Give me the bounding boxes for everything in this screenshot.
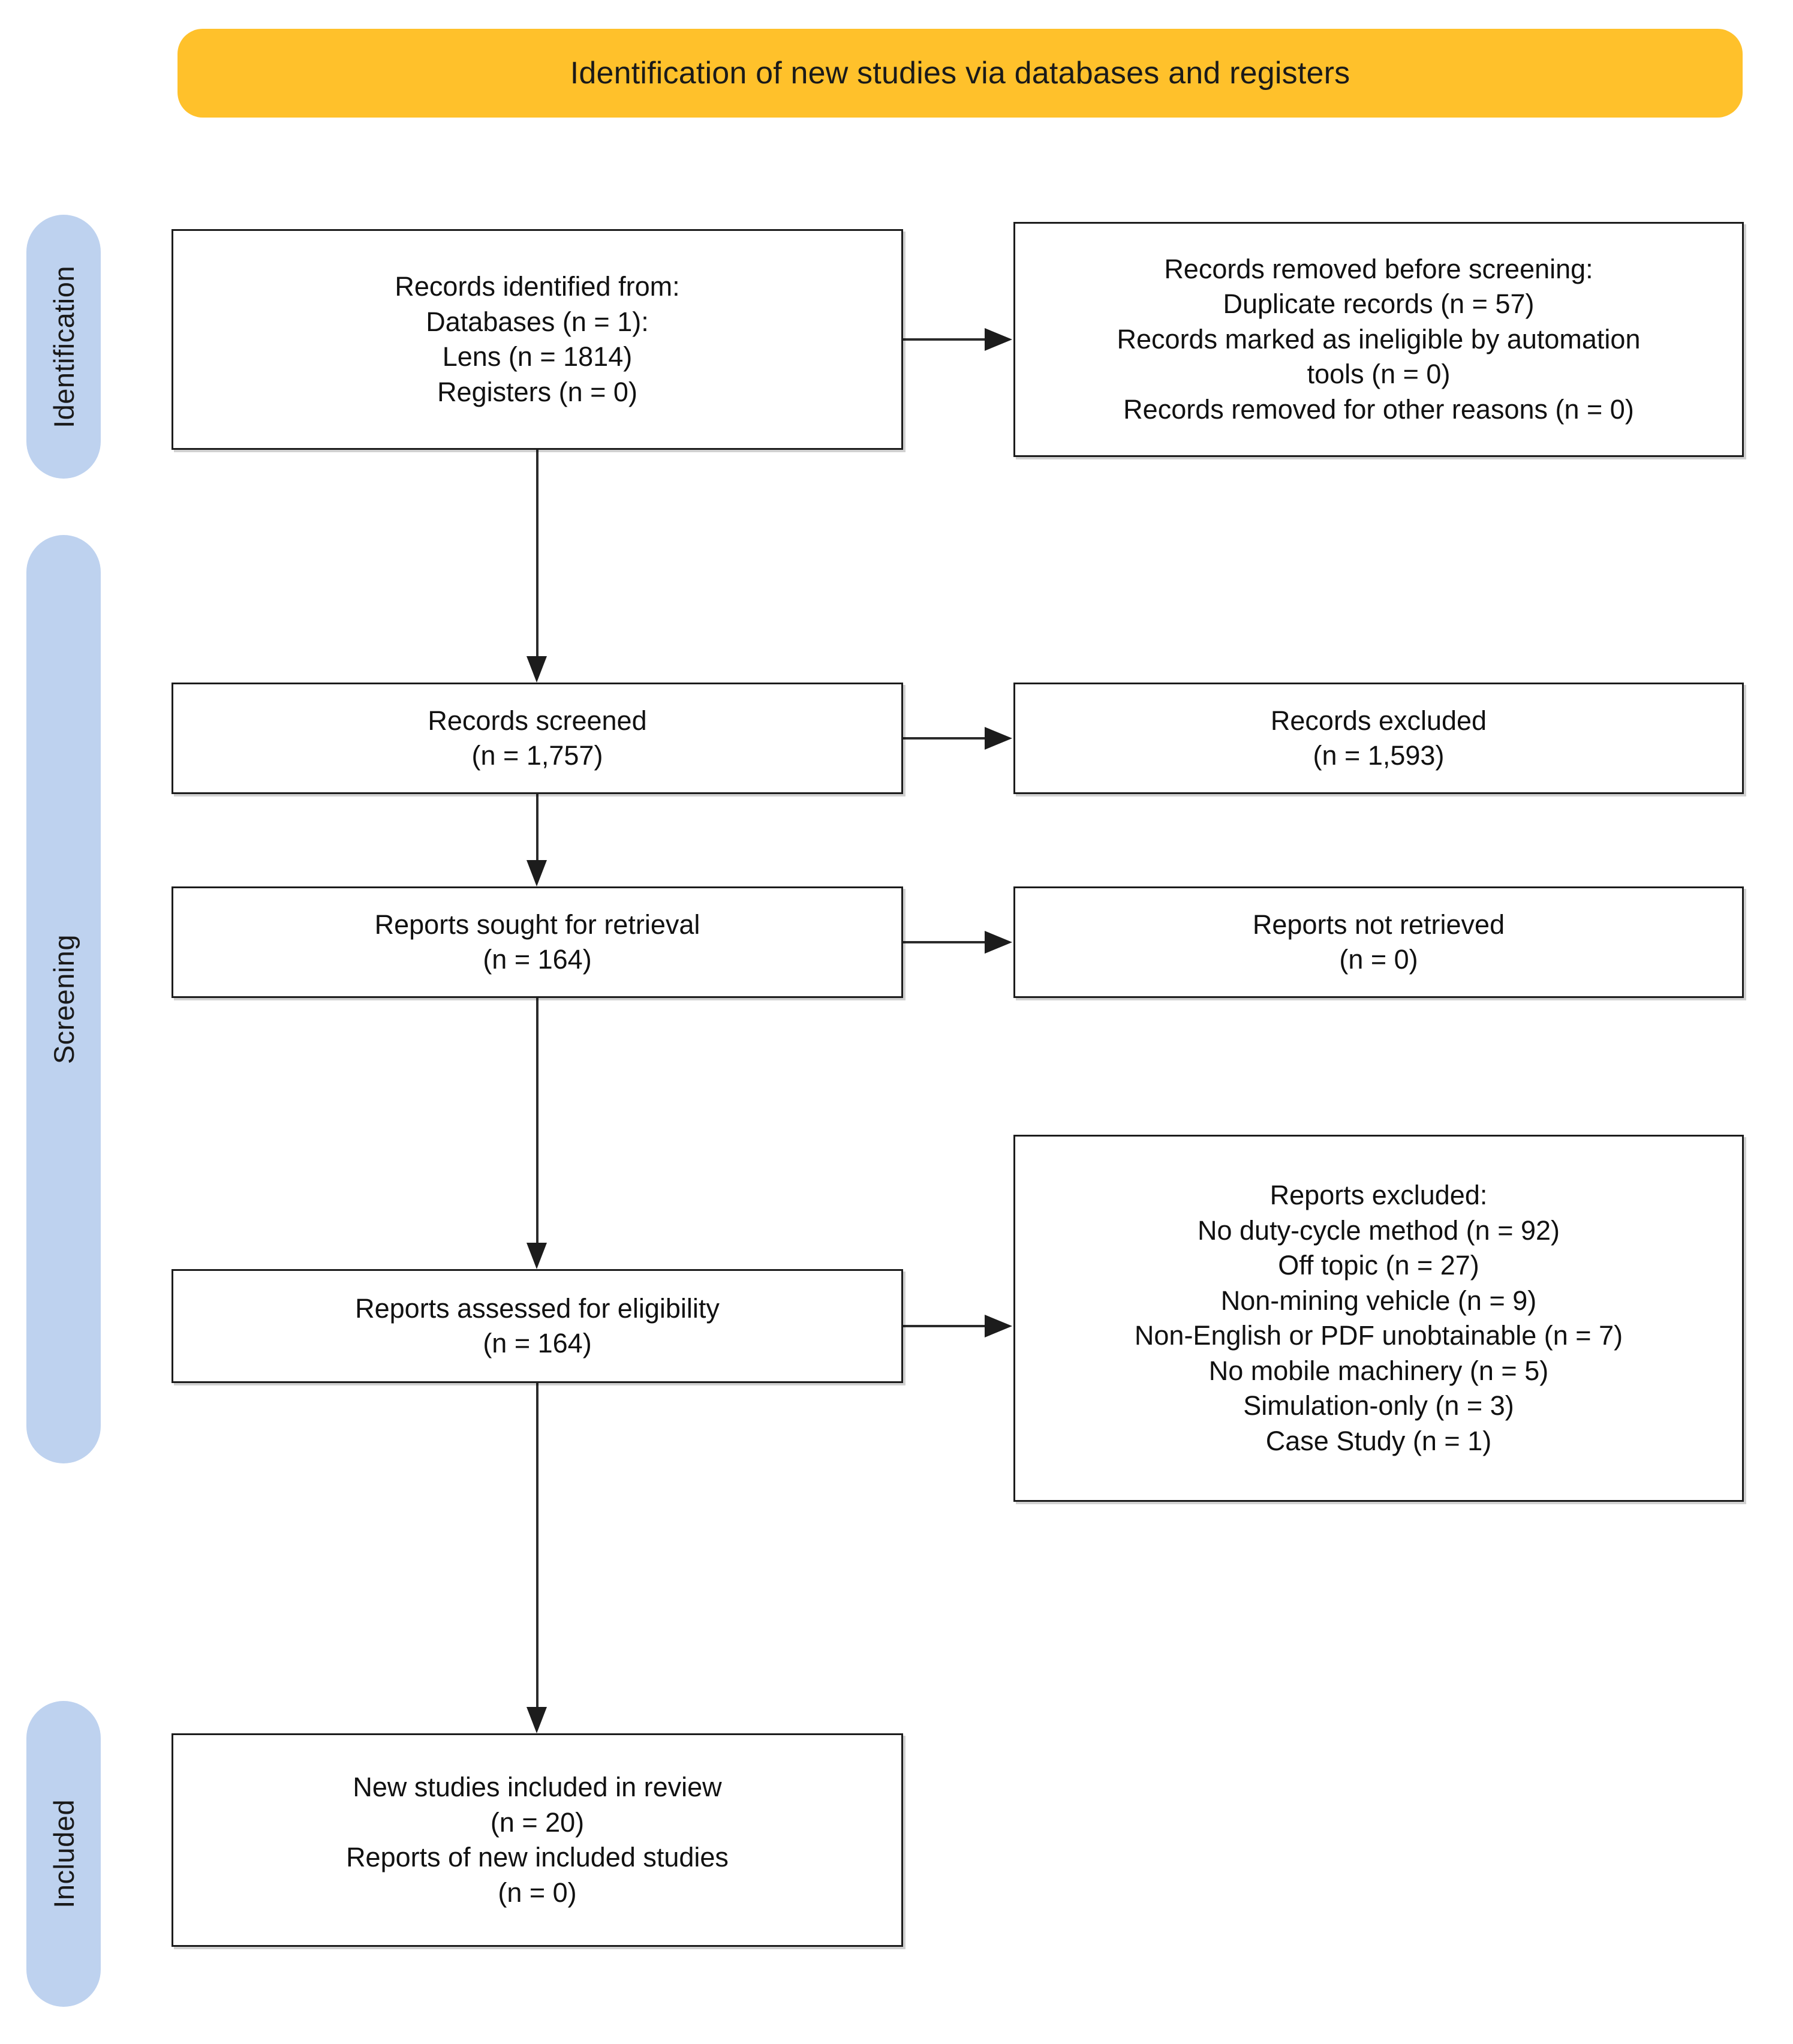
box-records-excluded: Records excluded (n = 1,593)	[1013, 683, 1744, 794]
connector-identified-to-screened	[536, 450, 538, 657]
box-line: Reports excluded:	[1269, 1180, 1488, 1210]
arrow-right-icon-reports-excluded	[985, 1315, 1012, 1337]
arrow-down-icon-included	[527, 1707, 547, 1733]
box-reports-assessed-for-eligibility: Reports assessed for eligibility (n = 16…	[172, 1269, 903, 1383]
arrow-down-icon-screened	[527, 656, 547, 683]
stage-label-included: Included	[47, 1799, 80, 1908]
diagram-header-banner: Identification of new studies via databa…	[178, 29, 1743, 118]
box-line: Records identified from:	[395, 271, 680, 302]
box-records-screened: Records screened (n = 1,757)	[172, 683, 903, 794]
box-reports-sought-for-retrieval: Reports sought for retrieval (n = 164)	[172, 886, 903, 998]
connector-sought-to-notretrieved	[903, 941, 986, 943]
box-line: Records excluded	[1270, 705, 1487, 736]
arrow-right-icon-not-retrieved	[985, 931, 1012, 954]
stage-label-screening: Screening	[47, 934, 80, 1065]
box-records-identified: Records identified from: Databases (n = …	[172, 229, 903, 450]
box-reports-excluded: Reports excluded: No duty-cycle method (…	[1013, 1135, 1744, 1502]
box-line: Records marked as ineligible by automati…	[1117, 323, 1641, 354]
diagram-title: Identification of new studies via databa…	[570, 56, 1350, 91]
box-line: Records removed for other reasons (n = 0…	[1123, 393, 1634, 425]
box-line: Reports sought for retrieval	[374, 909, 700, 940]
box-line: Non-mining vehicle (n = 9)	[1220, 1285, 1537, 1316]
box-line: Non-English or PDF unobtainable (n = 7)	[1134, 1320, 1623, 1351]
box-line: (n = 164)	[483, 944, 592, 975]
stage-bar-screening: Screening	[26, 535, 101, 1463]
box-line: (n = 20)	[490, 1806, 585, 1838]
box-line: New studies included in review	[353, 1772, 722, 1802]
box-line: (n = 164)	[483, 1328, 592, 1358]
box-line: Records screened	[428, 705, 647, 736]
box-line: (n = 0)	[1339, 944, 1418, 975]
box-line: Simulation-only (n = 3)	[1243, 1390, 1514, 1421]
box-line: Databases (n = 1):	[426, 306, 649, 337]
stage-label-identification: Identification	[47, 265, 80, 428]
stage-bar-included: Included	[26, 1701, 101, 2007]
box-line: No duty-cycle method (n = 92)	[1197, 1215, 1560, 1246]
box-line: Reports not retrieved	[1252, 909, 1505, 940]
box-line: Reports of new included studies	[346, 1842, 729, 1872]
connector-assessed-to-reportsexcluded	[903, 1325, 986, 1327]
box-line: (n = 1,757)	[471, 740, 603, 771]
stage-bar-identification: Identification	[26, 215, 101, 479]
arrow-right-icon-records-excluded	[985, 727, 1012, 750]
box-line: No mobile machinery (n = 5)	[1208, 1355, 1549, 1386]
connector-screened-to-sought	[536, 794, 538, 861]
box-line: (n = 1,593)	[1313, 740, 1445, 771]
box-line: tools (n = 0)	[1307, 359, 1451, 390]
box-line: Records removed before screening:	[1164, 253, 1593, 284]
connector-assessed-to-included	[536, 1383, 538, 1708]
arrow-down-icon-sought	[527, 860, 547, 886]
connector-identified-to-removed	[903, 338, 986, 341]
box-line: Registers (n = 0)	[437, 376, 637, 407]
box-new-studies-included: New studies included in review (n = 20) …	[172, 1733, 903, 1947]
box-records-removed-before-screening: Records removed before screening: Duplic…	[1013, 222, 1744, 457]
box-line: Case Study (n = 1)	[1265, 1425, 1492, 1456]
box-line: Lens (n = 1814)	[442, 341, 633, 372]
box-line: Duplicate records (n = 57)	[1223, 288, 1535, 320]
box-reports-not-retrieved: Reports not retrieved (n = 0)	[1013, 886, 1744, 998]
box-line: Off topic (n = 27)	[1278, 1250, 1479, 1280]
connector-sought-to-assessed	[536, 998, 538, 1244]
arrow-down-icon-assessed	[527, 1243, 547, 1269]
arrow-right-icon-removed	[985, 328, 1012, 351]
box-line: (n = 0)	[498, 1877, 577, 1908]
connector-screened-to-excluded	[903, 737, 986, 740]
box-line: Reports assessed for eligibility	[355, 1292, 720, 1324]
